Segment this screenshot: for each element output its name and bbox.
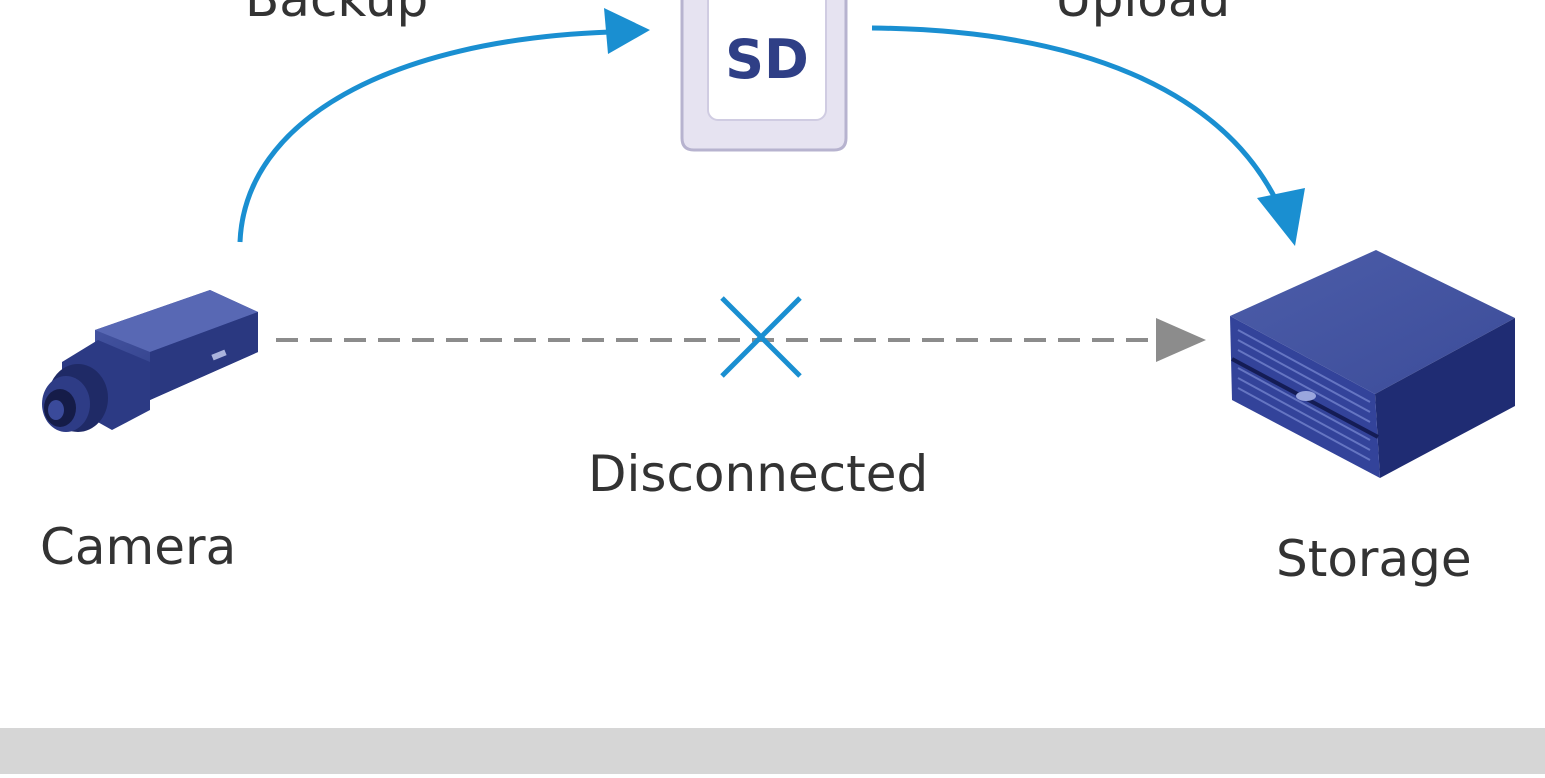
backup-label: Backup [245, 0, 428, 24]
backup-arrow [237, 8, 650, 243]
sd-card-icon: SD [680, 0, 848, 152]
sd-card-label: SD [725, 28, 809, 91]
x-mark-icon [720, 296, 802, 378]
footer-bar [0, 728, 1545, 774]
upload-label: Upload [1055, 0, 1230, 24]
storage-server-icon [1230, 250, 1515, 478]
camera-label: Camera [40, 518, 237, 576]
upload-arrow [871, 25, 1305, 246]
storage-label: Storage [1276, 530, 1472, 588]
disconnected-line [276, 318, 1206, 362]
camera-icon [42, 290, 258, 432]
disconnected-label: Disconnected [588, 445, 929, 503]
